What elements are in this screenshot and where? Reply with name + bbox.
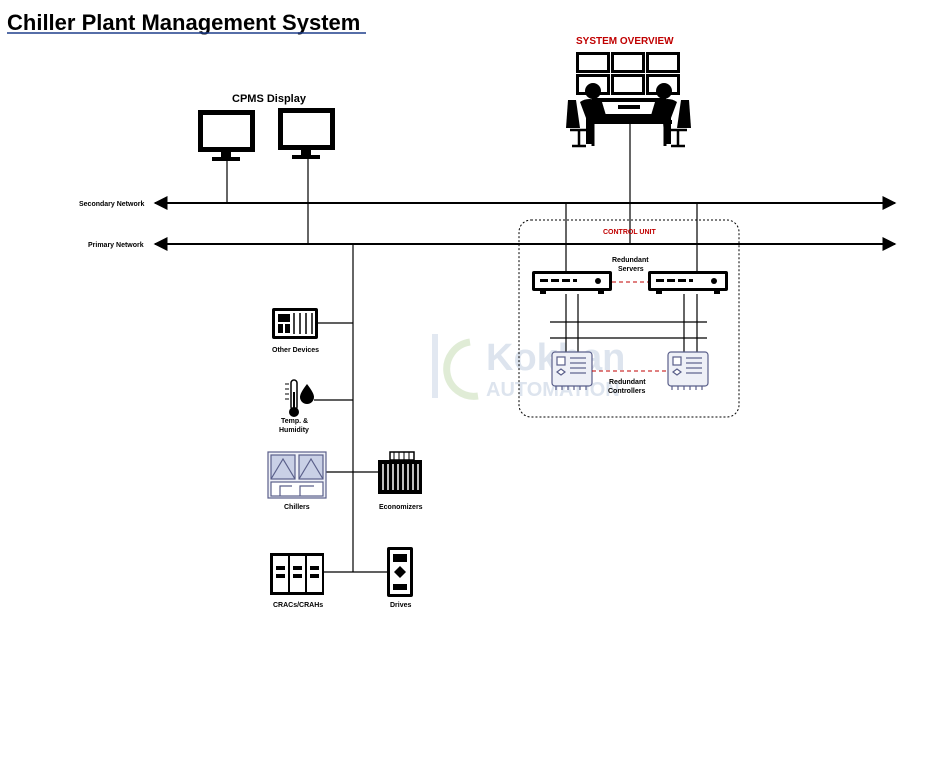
chiller-icon (267, 451, 327, 499)
crac-unit-icon (270, 553, 324, 595)
redundant-servers-label2: Servers (618, 266, 644, 273)
cpms-display-label: CPMS Display (232, 93, 307, 105)
control-unit-frame (518, 219, 740, 418)
economizers-label: Economizers (379, 504, 423, 511)
system-overview-label: SYSTEM OVERVIEW (576, 36, 674, 47)
page-title: Chiller Plant Management System (7, 10, 360, 35)
server-icon (532, 271, 612, 294)
cracs-label: CRACs/CRAHs (273, 602, 323, 609)
controller-icon (551, 351, 593, 390)
thermometer-icon (285, 379, 299, 417)
operator-console-icon (566, 52, 691, 148)
drive-icon (387, 547, 413, 597)
secondary-network-label: Secondary Network (79, 201, 144, 208)
controller-icon (667, 351, 709, 390)
temp-label2: Humidity (279, 427, 309, 434)
drives-label: Drives (390, 602, 412, 609)
redundant-servers-label1: Redundant (612, 257, 649, 264)
redundant-controllers-label1: Redundant (609, 379, 646, 386)
monitor-icon (198, 110, 255, 161)
economizer-icon (378, 451, 422, 494)
temp-label1: Temp. & (281, 418, 308, 425)
panel-device-icon (272, 308, 318, 339)
primary-network-label: Primary Network (88, 242, 144, 249)
monitor-icon (278, 108, 335, 159)
redundant-controllers-label2: Controllers (608, 388, 645, 395)
watermark: Kokhan AUTOMATION (432, 334, 625, 401)
server-icon (648, 271, 728, 294)
other-devices-label: Other Devices (272, 347, 319, 354)
water-drop-icon (300, 384, 314, 404)
chillers-label: Chillers (284, 504, 310, 511)
control-unit-label: CONTROL UNIT (603, 229, 656, 236)
